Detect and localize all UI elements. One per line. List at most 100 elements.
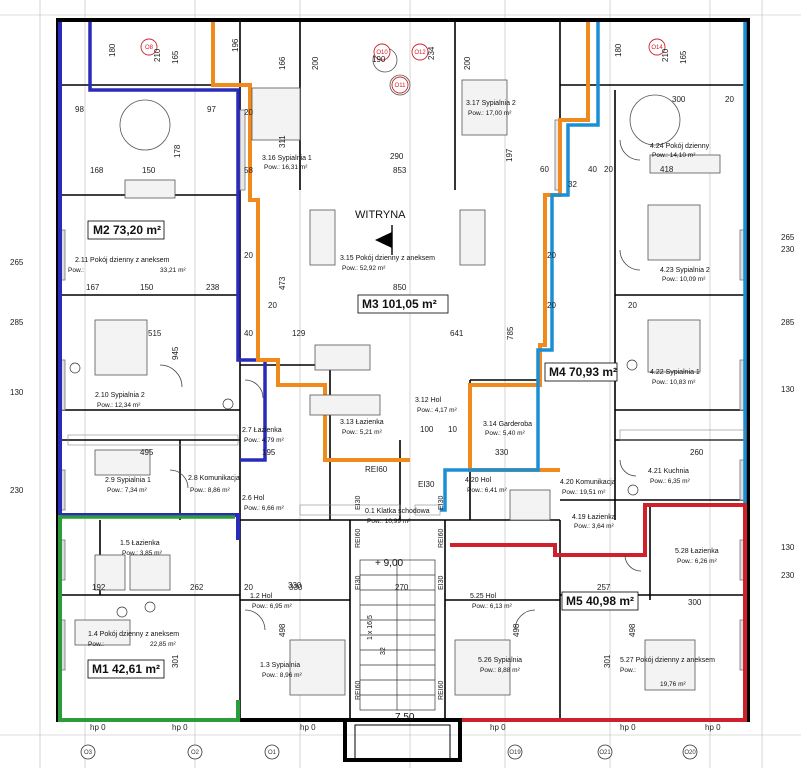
- dim: 301: [171, 654, 180, 668]
- sill-label: hp 0: [620, 723, 636, 732]
- dim: 192: [92, 583, 106, 592]
- room-name: 5.27 Pokój dzienny z aneksem: [620, 657, 715, 664]
- room-area: Pow.: 6,95 m²: [252, 603, 293, 610]
- dim: 20: [547, 251, 556, 260]
- dim: 197: [505, 148, 514, 162]
- room-area-prefix: Pow.:: [68, 267, 84, 274]
- level-bottom: 7,50: [395, 712, 415, 723]
- dim: 20: [244, 108, 253, 117]
- counter-hatch: [67, 429, 746, 516]
- marker-labels: O8 O10 O12 O11 O14: [145, 45, 663, 89]
- axis-label: O2: [191, 750, 200, 756]
- room-area: Pow.: 16,31 m²: [264, 164, 308, 171]
- dim: 230: [10, 486, 24, 495]
- round-tables: [119, 47, 681, 151]
- room-area-prefix: Pow.:: [88, 641, 104, 648]
- room-area: Pow.: 19,51 m²: [562, 489, 606, 496]
- room-name: 2.9 Sypialnia 1: [105, 477, 151, 484]
- dim: 130: [781, 543, 795, 552]
- apartment-boundary-m1: [58, 515, 240, 722]
- fire-ratings: REI60 EI30 REI60 REI60 REI60 REI60 EI30 …: [355, 465, 445, 700]
- dim: 196: [231, 38, 240, 52]
- fire-rating: EI30: [438, 575, 445, 590]
- dim: 150: [140, 283, 154, 292]
- dim: 498: [628, 623, 637, 637]
- dim: 165: [679, 50, 688, 64]
- dim: 330: [495, 448, 509, 457]
- dim: 290: [390, 152, 404, 161]
- axis-label: O3: [84, 750, 93, 756]
- dim: 20: [628, 301, 637, 310]
- fire-rating: EI30: [355, 495, 362, 510]
- section-arrow-icon: [375, 232, 392, 248]
- room-name: 1.2 Hol: [250, 593, 273, 600]
- staircase: [359, 559, 436, 711]
- fire-rating: REI60: [355, 680, 362, 700]
- room-name: 3.17 Sypialnia 2: [466, 100, 516, 107]
- marker-circle: [140, 38, 158, 56]
- axis-labels: O3 O2 O1 O19 O21 O20: [84, 750, 696, 756]
- room-name: 4.20 Komunikacja: [560, 479, 616, 486]
- marker-label: O8: [145, 45, 154, 51]
- sill-label: hp 0: [172, 723, 188, 732]
- room-name: 5.25 Hol: [470, 593, 497, 600]
- dim: 20: [244, 583, 253, 592]
- interior-walls: [58, 20, 748, 720]
- room-area: Pow.: 4,17 m²: [417, 407, 458, 414]
- dim: 785: [506, 326, 515, 340]
- dim: 180: [108, 43, 117, 57]
- room-area: Pow.: 10,99 m²: [367, 518, 411, 525]
- dim: 418: [660, 165, 674, 174]
- dim: 20: [725, 95, 734, 104]
- dim: 97: [207, 105, 216, 114]
- fire-rating: REI60: [438, 528, 445, 548]
- room-area: Pow.: 10,83 m²: [652, 379, 696, 386]
- marker-circle: [648, 38, 666, 56]
- dim: 165: [171, 50, 180, 64]
- dim: 178: [173, 144, 182, 158]
- apartment-labels: M2 73,20 m² M3 101,05 m² M4 70,93 m² M1 …: [87, 220, 639, 679]
- dim: 20: [268, 301, 277, 310]
- room-name: 3.13 Łazienka: [340, 419, 384, 426]
- dim: 262: [190, 583, 204, 592]
- dim: 945: [171, 346, 180, 360]
- dim: 129: [292, 329, 306, 338]
- dim: 190: [372, 55, 386, 64]
- sill-label: hp 0: [490, 723, 506, 732]
- stair-label: 1 x 16,5: [367, 615, 374, 640]
- dim: 641: [450, 329, 464, 338]
- dim: 166: [278, 56, 287, 70]
- dim: 473: [278, 276, 287, 290]
- room-name: 2.6 Hol: [242, 495, 265, 502]
- dim: 98: [75, 105, 84, 114]
- dim: 200: [463, 56, 472, 70]
- dim: 498: [512, 623, 521, 637]
- dim: 498: [278, 623, 287, 637]
- marker-circle: [411, 43, 429, 61]
- dim: 260: [690, 448, 704, 457]
- dim: 150: [142, 166, 156, 175]
- dim: 20: [244, 251, 253, 260]
- apartment-label-m4: M4 70,93 m²: [549, 365, 617, 379]
- room-area: Pow.: 3,64 m²: [574, 523, 615, 530]
- apartment-label-m2: M2 73,20 m²: [93, 223, 161, 237]
- door-swings: [159, 139, 642, 631]
- room-area: Pow.: 6,13 m²: [472, 603, 513, 610]
- window-hatch: [59, 109, 746, 671]
- dim: 285: [781, 318, 795, 327]
- marker-label: O12: [414, 50, 426, 56]
- dim: 230: [781, 245, 795, 254]
- dim: 300: [672, 95, 686, 104]
- dim: 330: [288, 581, 302, 590]
- marker-label: O10: [376, 50, 388, 56]
- dim: 130: [781, 385, 795, 394]
- room-name: 2.11 Pokój dzienny z aneksem: [75, 257, 170, 264]
- dim: 58: [244, 166, 253, 175]
- room-name: 0.1 Klatka schodowa: [365, 508, 430, 515]
- room-labels: 3.16 Sypialnia 1 Pow.: 16,31 m² 3.17 Syp…: [68, 100, 719, 688]
- level-top: + 9,00: [375, 558, 404, 569]
- fire-rating: REI60: [365, 465, 388, 474]
- fire-rating: REI60: [355, 528, 362, 548]
- room-area: Pow.: 6,35 m²: [650, 478, 691, 485]
- marker-label: O11: [395, 83, 407, 89]
